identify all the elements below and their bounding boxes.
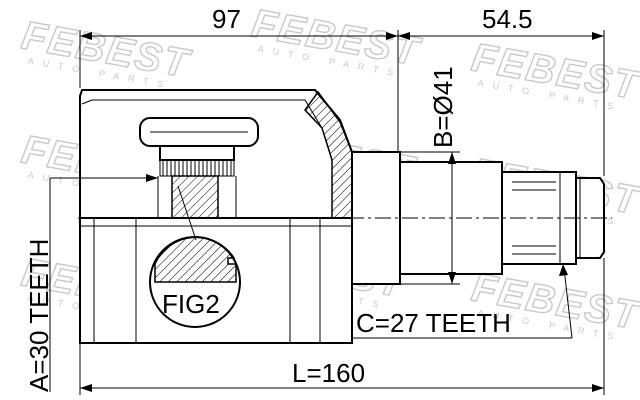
dimension-54-5: 54.5 bbox=[398, 4, 605, 176]
fig2-detail: FIG2 bbox=[149, 185, 241, 328]
dimension-97: 97 bbox=[79, 4, 399, 152]
teeth-c-callout: C=27 TEETH bbox=[352, 264, 573, 339]
dim-length-label: L=160 bbox=[292, 358, 365, 388]
dim-diameter-label: B=Ø41 bbox=[428, 66, 458, 148]
shaft-spline-lines bbox=[512, 181, 556, 255]
teeth-a-callout: A=30 TEETH bbox=[24, 174, 158, 392]
dimension-length: L=160 bbox=[79, 258, 605, 395]
dim-97-label: 97 bbox=[212, 4, 241, 34]
teeth-a-label: A=30 TEETH bbox=[24, 239, 54, 392]
dim-54-5-label: 54.5 bbox=[482, 4, 533, 34]
dimension-diameter: B=Ø41 bbox=[400, 66, 460, 285]
teeth-c-label: C=27 TEETH bbox=[356, 308, 511, 338]
fig2-label: FIG2 bbox=[162, 289, 220, 319]
tripod-component bbox=[139, 117, 259, 219]
